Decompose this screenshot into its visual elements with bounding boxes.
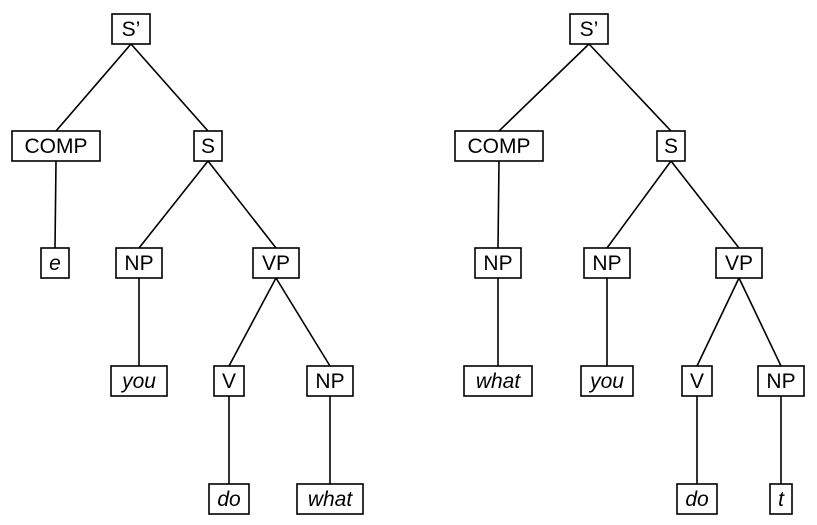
node-label: NP	[124, 252, 153, 275]
right-tree-node-what: what	[463, 365, 533, 397]
node-box	[715, 247, 763, 279]
node-label: VP	[725, 252, 753, 275]
node-box	[454, 130, 544, 162]
left-tree-node-you: you	[110, 365, 168, 397]
node-label: you	[120, 370, 156, 393]
node-label: V	[690, 370, 704, 393]
right-tree-node-comp: COMP	[454, 130, 544, 162]
node-box	[306, 365, 354, 397]
node-box	[580, 365, 634, 397]
node-label: COMP	[25, 135, 88, 158]
left-tree-edge-vp-v	[228, 277, 277, 367]
left-tree-node-vp: VP	[252, 247, 300, 279]
node-box	[40, 247, 70, 279]
node-label: NP	[592, 252, 621, 275]
left-tree-edge-s-np_subj	[138, 160, 209, 249]
right-tree-node-you: you	[580, 365, 634, 397]
node-box	[213, 365, 245, 397]
right-tree-node-s: S	[656, 130, 686, 162]
node-box	[676, 483, 718, 515]
node-label: what	[476, 370, 522, 393]
node-label: S	[664, 135, 678, 158]
node-label: VP	[262, 252, 290, 275]
left-tree-node-np_obj: NP	[306, 365, 354, 397]
right-tree-node-np_obj: NP	[757, 365, 805, 397]
left-tree-edge-s_bar-s	[130, 43, 209, 132]
left-tree-edge-s_bar-comp	[55, 43, 132, 132]
node-box	[208, 483, 250, 515]
right-tree-node-t: t	[769, 483, 793, 515]
right-tree-edge-vp-np_obj	[738, 277, 782, 367]
left-tree-node-np_subj: NP	[115, 247, 163, 279]
left-tree-node-v: V	[213, 365, 245, 397]
left-tree-node-do: do	[208, 483, 250, 515]
left-tree-edge-comp-e	[54, 160, 57, 249]
node-label: S	[201, 135, 215, 158]
node-box	[296, 483, 364, 515]
node-box	[193, 130, 223, 162]
left-tree-edge-vp-np_obj	[275, 277, 331, 367]
right-tree-edge-comp-np_comp	[497, 160, 500, 249]
node-box	[681, 365, 713, 397]
right-tree-node-np_comp: NP	[474, 247, 522, 279]
node-box	[474, 247, 522, 279]
node-box	[583, 247, 631, 279]
right-tree-edge-s-vp	[670, 160, 740, 249]
left-tree-node-comp: COMP	[11, 130, 101, 162]
node-label: what	[308, 488, 354, 511]
left-tree-node-s: S	[193, 130, 223, 162]
node-box	[110, 365, 168, 397]
node-label: do	[685, 488, 709, 511]
node-label: NP	[315, 370, 344, 393]
node-label: NP	[766, 370, 795, 393]
node-box	[11, 130, 101, 162]
left-tree-node-s_bar: S’	[111, 13, 151, 45]
left-tree-edge-s-vp	[207, 160, 277, 249]
right-tree-node-np_subj: NP	[583, 247, 631, 279]
node-label: you	[588, 370, 624, 393]
left-tree-node-e: e	[40, 247, 70, 279]
left-tree-node-what: what	[296, 483, 364, 515]
node-box	[656, 130, 686, 162]
right-tree-node-s_bar: S’	[569, 13, 609, 45]
node-label: NP	[483, 252, 512, 275]
node-label: do	[217, 488, 241, 511]
right-tree-edge-s_bar-s	[588, 43, 672, 132]
node-box	[757, 365, 805, 397]
right-tree-node-vp: VP	[715, 247, 763, 279]
node-box	[111, 13, 151, 45]
node-label: t	[778, 488, 785, 511]
node-label: V	[222, 370, 236, 393]
node-box	[769, 483, 793, 515]
right-tree-edge-vp-v	[696, 277, 740, 367]
edges-layer	[54, 43, 782, 484]
node-box	[252, 247, 300, 279]
node-box	[569, 13, 609, 45]
node-box	[115, 247, 163, 279]
right-tree-node-v: V	[681, 365, 713, 397]
node-label: COMP	[468, 135, 531, 158]
right-tree-node-do: do	[676, 483, 718, 515]
node-box	[463, 365, 533, 397]
node-label: S’	[580, 18, 599, 41]
node-label: S’	[122, 18, 141, 41]
node-label: e	[49, 252, 61, 275]
right-tree-edge-s_bar-comp	[498, 43, 590, 132]
right-tree-edge-s-np_subj	[606, 160, 672, 249]
